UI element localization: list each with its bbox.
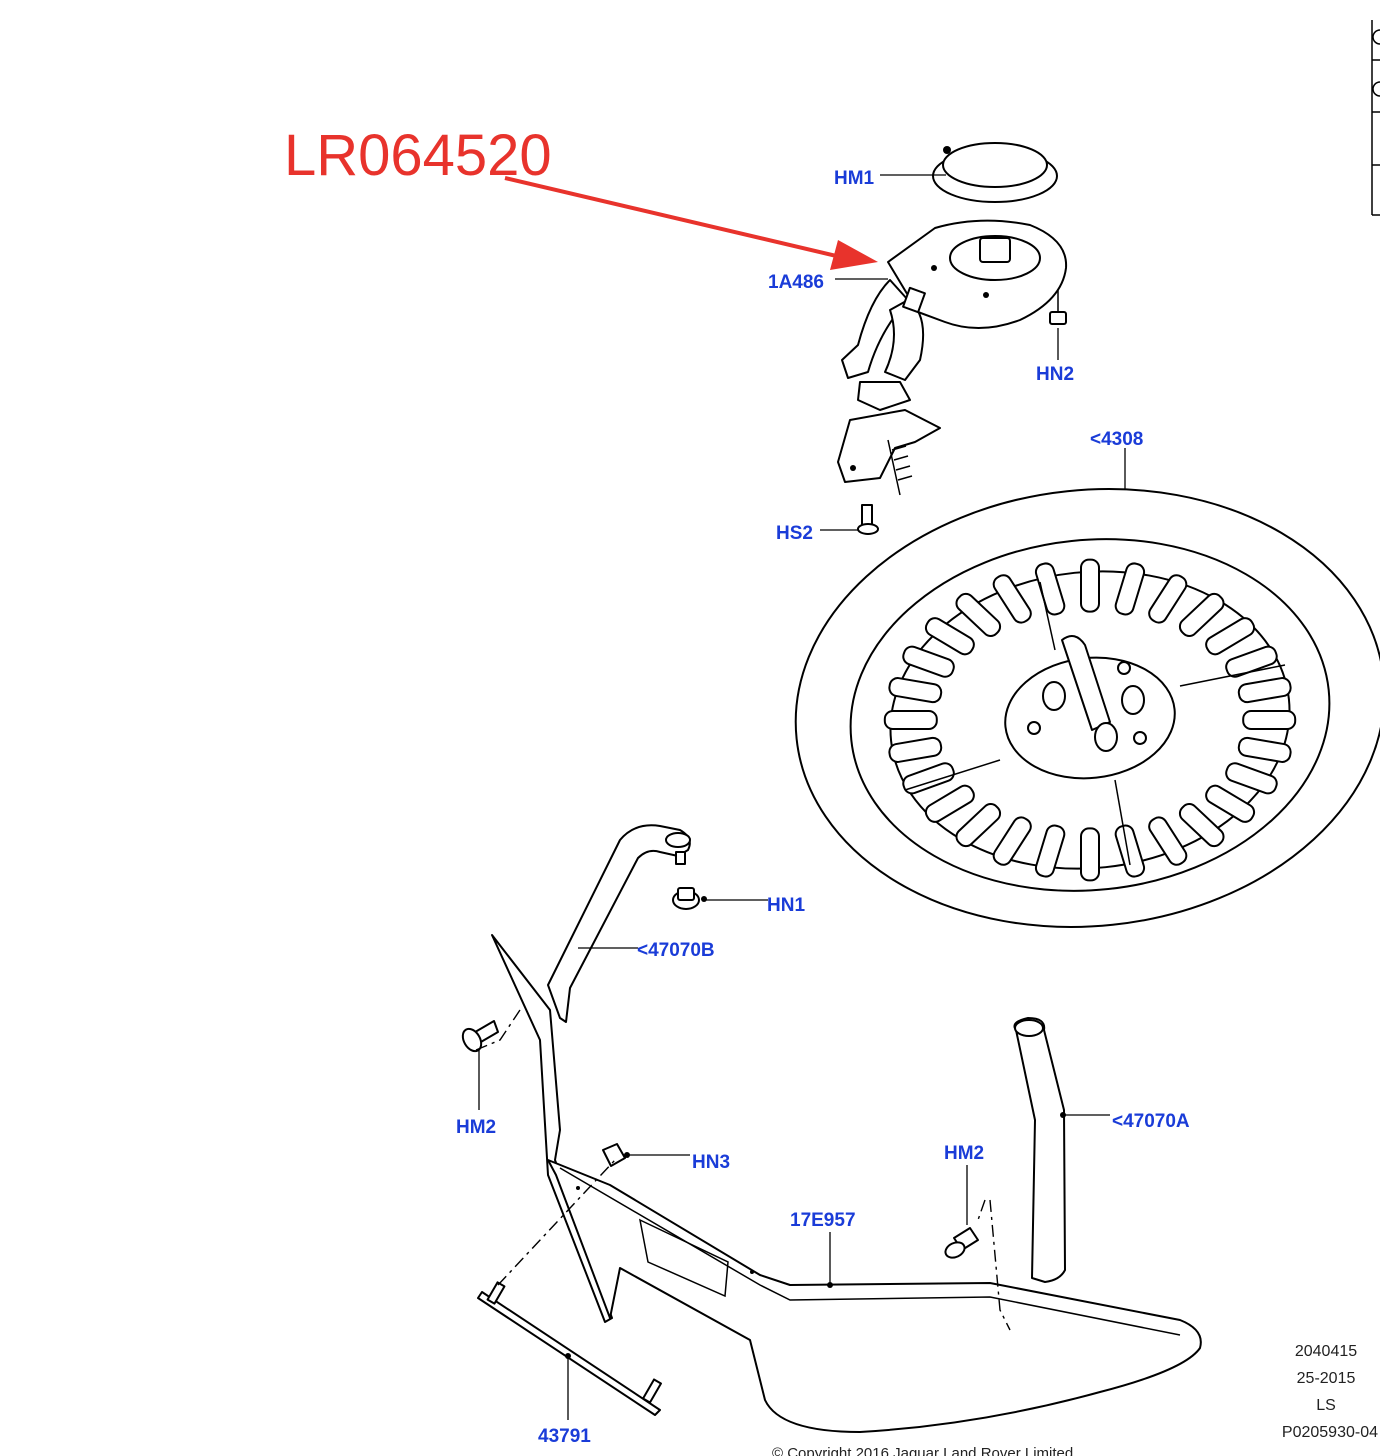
wheel-slot xyxy=(1205,617,1256,656)
tray-17e957 xyxy=(491,934,1202,1433)
callout-hn2: HN2 xyxy=(1036,364,1074,385)
nut-hn1 xyxy=(672,887,707,910)
wheel-slot xyxy=(1237,736,1292,763)
wheel-slot xyxy=(888,736,943,763)
wheel-slot xyxy=(955,592,1002,637)
wheel-slot xyxy=(1148,574,1188,624)
wheel-slot xyxy=(1225,645,1278,678)
wheel-slot xyxy=(888,677,943,704)
tube-47070a xyxy=(1013,1017,1066,1283)
wheel-slot xyxy=(902,645,955,678)
meta-line-3: LS xyxy=(1316,1397,1336,1414)
callout-4308: <4308 xyxy=(1090,429,1143,450)
wheel-slot xyxy=(1080,827,1100,882)
wheel-slot xyxy=(1114,824,1146,878)
wheel-slot xyxy=(1114,562,1146,616)
leader-lines xyxy=(478,174,1126,1420)
callout-47070b: <47070B xyxy=(637,940,715,961)
bolt-hm2-left xyxy=(461,1020,499,1053)
bolt-hs2 xyxy=(857,504,879,535)
clipped-sidebar-table xyxy=(1371,20,1380,216)
callout-1a486: 1A486 xyxy=(768,272,824,293)
wheel-slot xyxy=(992,816,1032,866)
wheel-slot xyxy=(992,574,1032,624)
meta-line-1: 2040415 xyxy=(1295,1343,1357,1360)
assembly-lines xyxy=(475,1009,1011,1331)
callout-43791: 43791 xyxy=(538,1426,591,1447)
drawing-metadata: 2040415 25-2015 LS P0205930-04 xyxy=(1282,1343,1378,1441)
wheel-slot xyxy=(924,617,975,656)
meta-line-2: 25-2015 xyxy=(1297,1370,1356,1387)
callout-hm2-left: HM2 xyxy=(456,1117,496,1138)
wheel-slot xyxy=(1080,558,1100,613)
clip-hn3 xyxy=(602,1143,630,1167)
wheel-slot xyxy=(1178,592,1225,637)
spare-wheel-4308 xyxy=(794,488,1380,928)
wheel-slot xyxy=(924,784,975,823)
callout-hn1: HN1 xyxy=(767,895,805,916)
wheel-slots xyxy=(883,558,1297,882)
callout-hn3: HN3 xyxy=(692,1152,730,1173)
wheel-slot xyxy=(1148,816,1188,866)
wheel-slot xyxy=(1237,677,1292,704)
highlight-arrow xyxy=(504,176,878,270)
wheel-slot xyxy=(1205,784,1256,823)
copyright-notice: © Copyright 2016 Jaguar Land Rover Limit… xyxy=(772,1445,1073,1456)
highlight-annotation: LR064520 xyxy=(284,123,878,270)
wheel-slot xyxy=(883,710,938,730)
callout-47070a: <47070A xyxy=(1112,1111,1190,1132)
wheel-slot xyxy=(1225,762,1278,795)
callout-hm1: HM1 xyxy=(834,168,875,189)
wheel-slot xyxy=(955,803,1002,848)
callout-17e957: 17E957 xyxy=(790,1210,856,1231)
bolt-hm2-right xyxy=(944,1227,979,1259)
meta-line-4: P0205930-04 xyxy=(1282,1424,1378,1441)
carrier-bracket-1a486 xyxy=(837,219,1068,496)
wheel-slot xyxy=(1034,824,1066,878)
cap-hm1 xyxy=(932,142,1058,203)
callout-hm2-right: HM2 xyxy=(944,1143,984,1164)
wheel-slot xyxy=(1242,710,1297,730)
callout-labels: HM1 1A486 HN2 <4308 HS2 HN1 <47070B HM2 … xyxy=(456,168,1190,1447)
strap-43791 xyxy=(477,1281,662,1416)
wheel-slot xyxy=(1178,803,1225,848)
callout-hs2: HS2 xyxy=(776,523,813,544)
nut-hn2 xyxy=(1049,290,1067,325)
rod-47070b xyxy=(547,824,691,1023)
